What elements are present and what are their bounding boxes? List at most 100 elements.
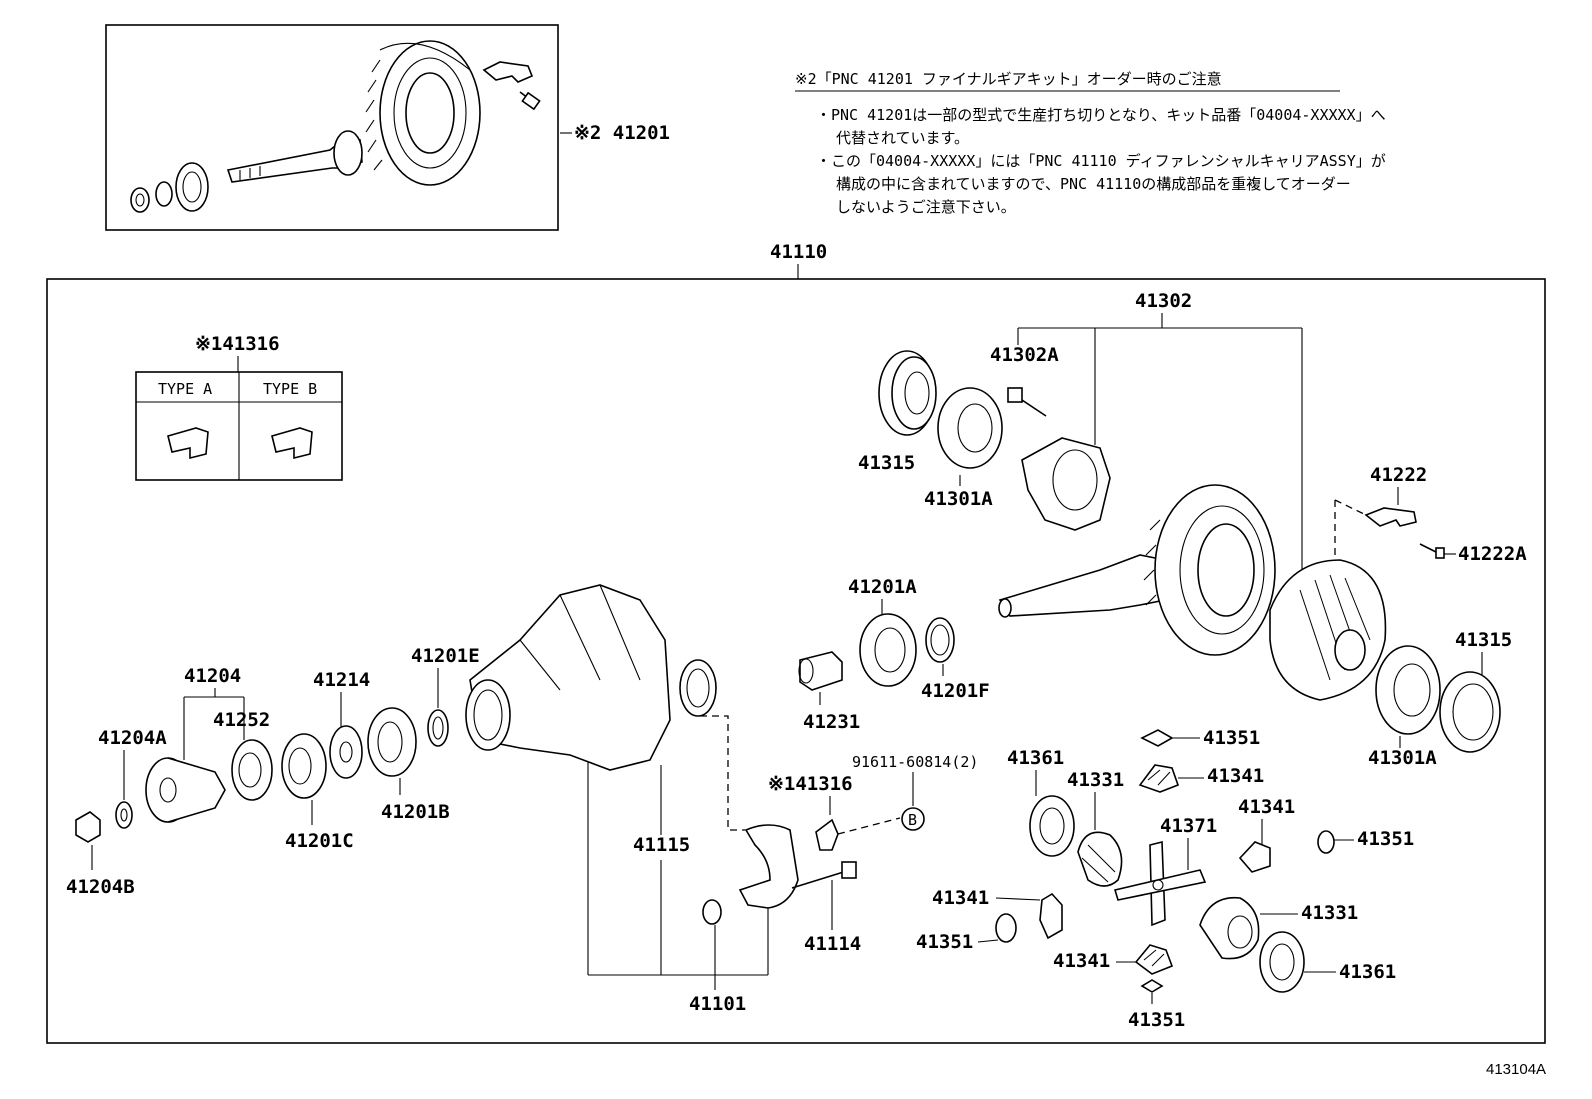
oil-seal-41315-right-drawing: 41315 [1439,629,1512,753]
diff-case-drawing [1021,437,1111,531]
bolt-41302A-drawing [1007,387,1047,417]
side-gear-41331-top-drawing: 41331 [1067,769,1124,887]
carrier-housing-drawing [465,584,745,831]
label-41252: 41252 [213,709,270,731]
bearing-cap-drawing [702,824,799,925]
label-41302: 41302 [1135,290,1192,312]
oil-seal-41315-top-drawing [878,350,937,436]
group-41302-bracket: 41302 41302A [990,290,1303,570]
label-41222A: 41222A [1458,543,1527,565]
label-41114: 41114 [804,933,861,955]
kit-bearing-drawing [130,162,209,213]
note-line-5: しないようご注意下さい。 [836,198,1016,216]
pinion-41341-bottom-drawing: 41341 [1053,944,1174,975]
washer-41351-top-drawing: 41351 [1140,727,1260,749]
bearing-41201A-drawing: 41201A [848,576,917,687]
washer-41351-left-drawing: 41351 [916,913,1017,953]
label-41361-top: 41361 [1007,747,1064,769]
pinion-41341-left-drawing: 41341 [932,887,1063,940]
washer-41361-top-drawing: 41361 [1007,747,1075,857]
group-41115-bracket: 41115 41101 [587,762,769,1015]
label-41351-top: 41351 [1203,727,1260,749]
main-label: 41110 [770,241,827,263]
kit-lock-plate-drawing [482,61,541,111]
type-box: ※141316 TYPE A TYPE B [135,333,343,481]
washer-41204A-drawing: 41204A [98,727,167,829]
label-41301A-right: 41301A [1368,747,1437,769]
lock-plate-41222-drawing: 41222 [1334,464,1427,560]
order-note: ※2「PNC 41201 ファイナルギアキット」オーダー時のご注意 ・PNC 4… [795,70,1386,216]
type-b-clip-drawing [271,427,313,460]
note-line-2: 代替されています。 [836,129,969,147]
bolt-41114-drawing: 41114 [791,861,861,955]
label-41214: 41214 [313,669,370,691]
note-line-3: ・この「04004-XXXXX」には「PNC 41110 ディファレンシャルキャ… [816,152,1386,170]
label-41316: ※141316 [768,773,853,795]
label-41204A: 41204A [98,727,167,749]
diagram-reference-id: 413104A [1486,1061,1546,1078]
type-a-label: TYPE A [158,380,212,398]
bearing-41301A-right-drawing: 41301A [1368,645,1441,769]
shim-41201E-drawing: 41201E [411,645,480,747]
label-41331-top: 41331 [1067,769,1124,791]
ring-gear-pinion-drawing [998,484,1276,656]
type-a-clip-drawing [167,427,209,460]
label-41341-mid: 41341 [1238,796,1295,818]
label-41101: 41101 [689,993,746,1015]
nut-41204B-drawing: 41204B [66,811,135,898]
final-gear-kit-box: ※2 41201 [105,24,670,231]
label-41341-top: 41341 [1207,765,1264,787]
label-41301A-top: 41301A [924,488,993,510]
label-41201C: 41201C [285,830,354,852]
label-41331-bottom: 41331 [1301,902,1358,924]
bolt-41222A-drawing: 41222A [1419,543,1527,565]
label-41341-left: 41341 [932,887,989,909]
clip-41316-drawing: ※141316 91611-60814(2) B [768,753,978,851]
kit-pinion-drawing [226,130,363,183]
spacer-41214-drawing: 41214 [313,669,370,779]
label-41351-right: 41351 [1357,828,1414,850]
washer-41351-right-drawing: 41351 [1317,828,1414,854]
label-41204: 41204 [184,665,241,687]
label-91611: 91611-60814(2) [852,753,978,771]
companion-flange-drawing: 41204 41252 [145,665,270,823]
type-b-label: TYPE B [263,380,317,398]
seal-41252-drawing [231,739,273,801]
note-title: ※2「PNC 41201 ファイナルギアキット」オーダー時のご注意 [795,70,1222,88]
spacer-41231-drawing: 41231 [798,651,860,733]
label-41201A: 41201A [848,576,917,598]
pinion-41341-mid-drawing: 41341 [1238,796,1295,873]
note-line-1: ・PNC 41201は一部の型式で生産打ち切りとなり、キット品番「04004-X… [816,106,1386,124]
circle-b-label: B [908,811,917,829]
label-41201E: 41201E [411,645,480,667]
shim-41201F-drawing: 41201F [921,617,990,702]
label-41371: 41371 [1160,815,1217,837]
bearing-41201B-drawing: 41201B [367,707,450,823]
label-41341-bottom: 41341 [1053,950,1110,972]
type-box-title: ※141316 [195,333,280,355]
label-41222: 41222 [1370,464,1427,486]
carrier-assembly-box: 41110 [46,241,1546,1044]
label-41302A: 41302A [990,344,1059,366]
label-41315-right: 41315 [1455,629,1512,651]
label-41351-bottom: 41351 [1128,1009,1185,1031]
label-41315-top: 41315 [858,452,915,474]
label-41351-left: 41351 [916,931,973,953]
label-41201B: 41201B [381,801,450,823]
label-41361-bottom: 41361 [1339,961,1396,983]
bearing-41201C-drawing: 41201C [281,733,354,852]
washer-41361-bottom-drawing: 41361 [1259,931,1396,993]
pinion-shaft-41371-drawing: 41371 [1113,815,1217,927]
label-41231: 41231 [803,711,860,733]
label-41201F: 41201F [921,680,990,702]
differential-case-drawing [1269,559,1387,701]
kit-ring-gear-drawing [365,40,481,186]
label-41204B: 41204B [66,876,135,898]
washer-41351-bottom-drawing: 41351 [1128,979,1185,1031]
side-gear-41331-bottom-drawing: 41331 [1199,896,1358,960]
bearing-41301A-top-drawing [937,387,1003,486]
note-line-4: 構成の中に含まれていますので、PNC 41110の構成部品を重複してオーダー [836,175,1351,193]
pinion-41341-top-drawing: 41341 [1138,764,1264,793]
label-41115: 41115 [633,834,690,856]
